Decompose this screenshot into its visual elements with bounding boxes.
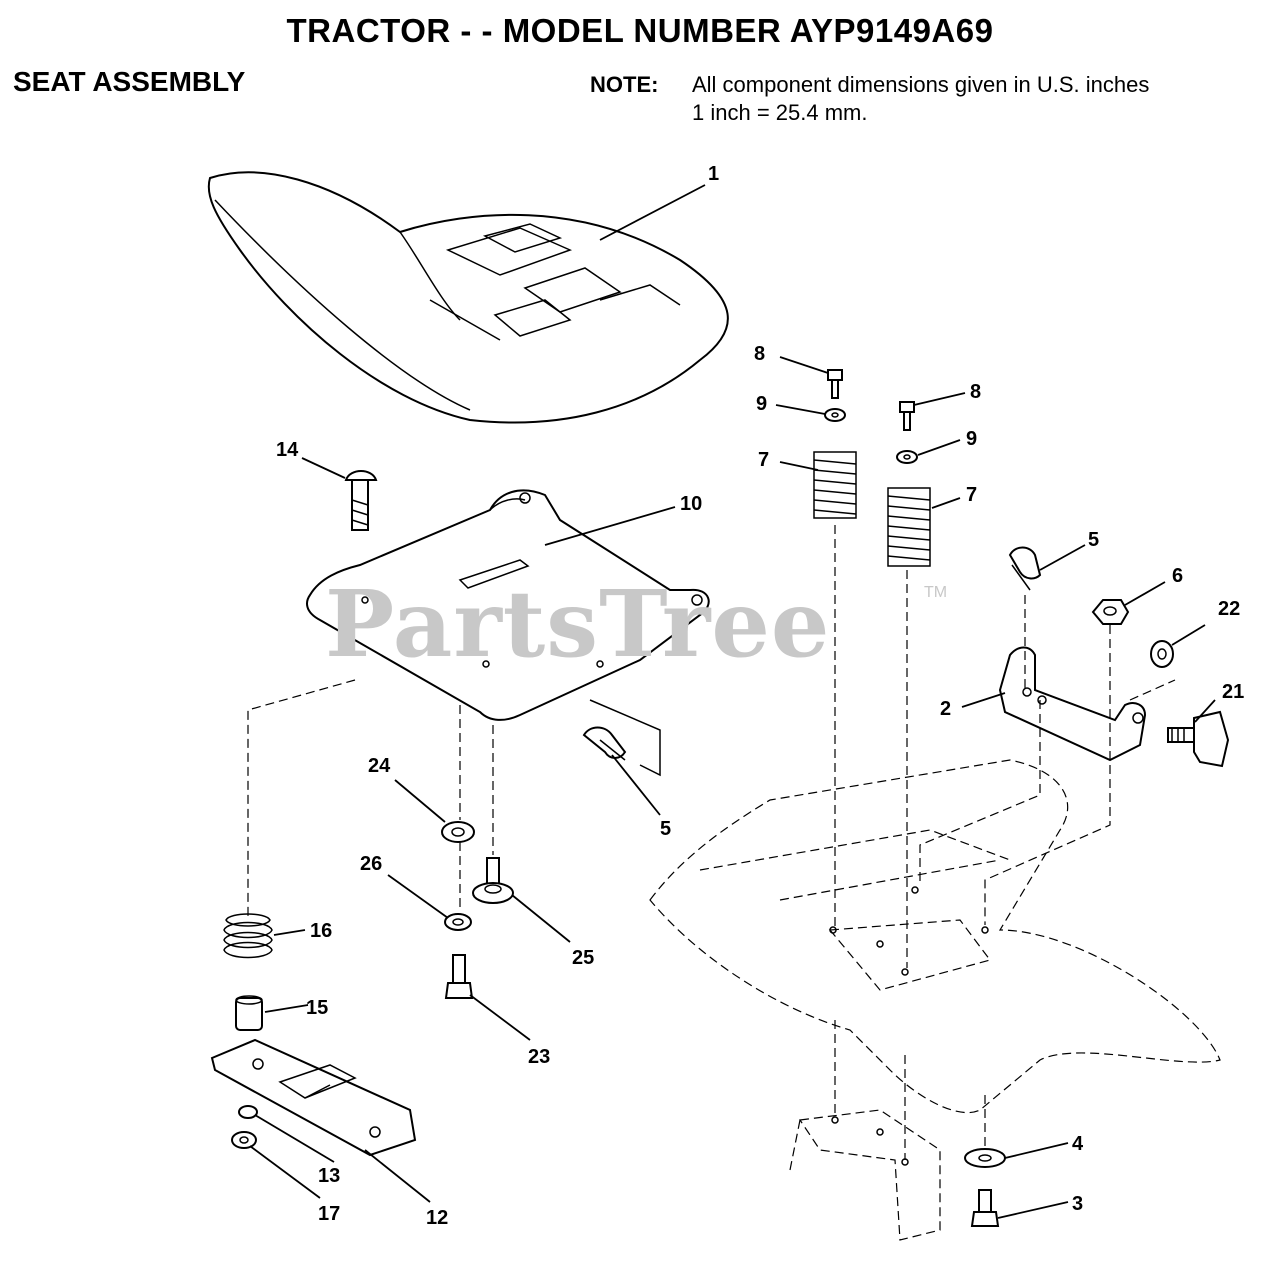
hex-nut [238, 1105, 258, 1119]
note-text-line-1: All component dimensions given in U.S. i… [692, 72, 1150, 97]
callout-13: 13 [318, 1165, 340, 1187]
leader-lines [249, 184, 1216, 1219]
assembly-lines [247, 525, 1176, 1160]
callout-26: 26 [360, 853, 382, 875]
callout-22: 22 [1218, 598, 1240, 620]
shoulder-screw-left [827, 369, 843, 399]
callout-9-right: 9 [966, 428, 977, 450]
callout-25: 25 [572, 947, 594, 969]
callout-8-right: 8 [970, 381, 981, 403]
seat-clip-lower [582, 699, 661, 777]
callout-1: 1 [708, 163, 719, 185]
callout-8-left: 8 [754, 343, 765, 365]
callout-7-right: 7 [966, 484, 977, 506]
callout-2: 2 [940, 698, 951, 720]
washer-left [824, 408, 846, 422]
compression-spring-right [887, 487, 931, 567]
callout-15: 15 [306, 997, 328, 1019]
watermark: PartsTree [325, 570, 831, 678]
tractor-frame [649, 759, 1221, 1241]
callout-5-lower: 5 [660, 818, 671, 840]
callout-12: 12 [426, 1207, 448, 1229]
callout-10: 10 [680, 493, 702, 515]
page-title: TRACTOR - - MODEL NUMBER AYP9149A69 [286, 12, 994, 49]
compression-spring-left [813, 451, 857, 519]
shoulder-bolt-pivot [1167, 710, 1230, 768]
seat-clip-upper [1008, 546, 1042, 591]
callout-labels: 1 2 3 4 5 5 6 7 7 8 8 9 9 10 12 13 14 15… [276, 163, 1244, 1229]
callout-4: 4 [1072, 1133, 1084, 1155]
washer-26 [444, 913, 472, 931]
carriage-bolt [344, 470, 378, 531]
callout-7-left: 7 [758, 449, 769, 471]
hex-bolt [444, 954, 474, 999]
washer-right [896, 450, 918, 464]
section-title: SEAT ASSEMBLY [13, 66, 246, 97]
flat-washer [231, 1131, 257, 1149]
callout-6: 6 [1172, 565, 1183, 587]
callout-17: 17 [318, 1203, 340, 1225]
callout-5-upper: 5 [1088, 529, 1099, 551]
watermark-trademark: TM [924, 584, 948, 601]
callout-16: 16 [310, 920, 332, 942]
spacer [235, 995, 263, 1031]
callout-21: 21 [1222, 681, 1244, 703]
frame-washer [964, 1148, 1006, 1168]
callout-14: 14 [276, 439, 299, 461]
callout-24: 24 [368, 755, 391, 777]
callout-9-left: 9 [756, 393, 767, 415]
seat-pan [306, 489, 710, 721]
lock-nut [1091, 599, 1130, 625]
shoulder-screw-right [899, 401, 915, 431]
seat-spring [223, 913, 273, 959]
note-text-line-2: 1 inch = 25.4 mm. [692, 100, 868, 125]
seat [207, 171, 729, 424]
frame-bolt [970, 1189, 1000, 1227]
pivot-bracket [998, 646, 1147, 762]
shoulder-bolt [472, 857, 514, 904]
washer-24 [441, 821, 475, 843]
callout-23: 23 [528, 1046, 550, 1068]
seat-adjust-bracket [210, 1038, 417, 1157]
callout-3: 3 [1072, 1193, 1083, 1215]
spacer-washer [1150, 640, 1174, 668]
note-label: NOTE: [590, 72, 659, 97]
